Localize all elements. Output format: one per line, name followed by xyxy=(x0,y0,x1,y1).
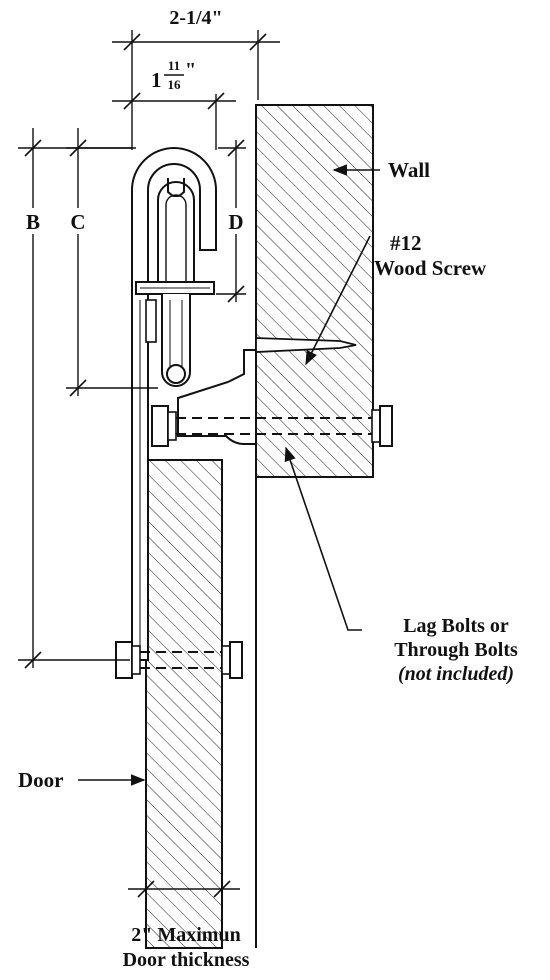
tick xyxy=(24,651,42,669)
side-stop xyxy=(145,299,157,343)
inner-width-denominator: 16 xyxy=(168,77,182,92)
thickness-label-line1: 2" Maximun xyxy=(131,924,240,946)
hanger-assembly xyxy=(135,178,215,387)
dimension-b-label: B xyxy=(26,210,40,234)
tick xyxy=(227,139,245,157)
tick xyxy=(137,880,155,898)
bolt-head xyxy=(151,405,169,447)
wood-screw xyxy=(255,337,357,353)
bolts-label-line1: Lag Bolts or xyxy=(403,615,509,637)
dimension-overall-width: 2-1/4" xyxy=(112,7,280,150)
door-strap xyxy=(131,147,217,661)
dimension-c: C xyxy=(66,128,158,397)
thickness-label-line2: Door thickness xyxy=(123,949,250,971)
dimension-door-thickness: 2" Maximun Door thickness xyxy=(123,858,250,971)
label-backing xyxy=(22,208,44,234)
tick xyxy=(207,92,225,110)
inner-width-whole: 1 xyxy=(151,68,162,92)
callout-wall: Wall xyxy=(332,158,430,182)
wall-bracket xyxy=(177,349,257,445)
callout-door: Door xyxy=(18,768,146,792)
bolts-label-line3: (not included) xyxy=(398,663,514,685)
bolt-washer xyxy=(221,645,231,675)
hanger-yoke xyxy=(157,181,195,282)
tick xyxy=(123,92,141,110)
tick xyxy=(24,139,42,157)
bolt-nut xyxy=(229,641,243,679)
dimension-inner-width: 1 11 16 " xyxy=(112,58,236,150)
callout-wood-screw: #12 Wood Screw xyxy=(305,231,487,366)
tick xyxy=(69,379,87,397)
bracket-body xyxy=(177,349,257,445)
bolts-leader xyxy=(284,446,362,631)
link-arm xyxy=(161,294,191,387)
overall-width-label: 2-1/4" xyxy=(169,7,222,29)
bolt-washer xyxy=(167,411,177,441)
door-label: Door xyxy=(18,768,64,792)
door xyxy=(145,459,223,949)
door-section xyxy=(145,459,223,949)
inner-width-numerator: 11 xyxy=(168,58,180,73)
dimension-c-label: C xyxy=(70,210,85,234)
wall xyxy=(255,104,374,948)
dimension-d: D xyxy=(216,139,247,303)
screw-label-line2: Wood Screw xyxy=(374,256,487,280)
bolt-washer xyxy=(131,645,141,675)
tick xyxy=(249,33,267,51)
screw-label-line1: #12 xyxy=(390,231,422,255)
wall-section xyxy=(255,104,374,478)
roller-pin xyxy=(166,364,186,384)
wall-label: Wall xyxy=(388,158,430,182)
callout-bolts: Lag Bolts or Through Bolts (not included… xyxy=(284,446,518,685)
inner-width-unit: " xyxy=(185,59,196,81)
label-backing xyxy=(67,208,89,234)
tick xyxy=(123,33,141,51)
dimension-d-label: D xyxy=(228,210,243,234)
hanger-hook xyxy=(167,178,185,197)
screw-leader xyxy=(305,235,371,366)
tick xyxy=(69,139,87,157)
bolt-nut xyxy=(379,405,393,447)
tick xyxy=(227,285,245,303)
label-backing xyxy=(225,208,247,234)
bolt-washer xyxy=(371,409,381,443)
bolts-label-line2: Through Bolts xyxy=(394,639,518,661)
screw-shaft xyxy=(255,337,357,353)
wall-bolt xyxy=(151,405,393,447)
tick xyxy=(213,880,231,898)
